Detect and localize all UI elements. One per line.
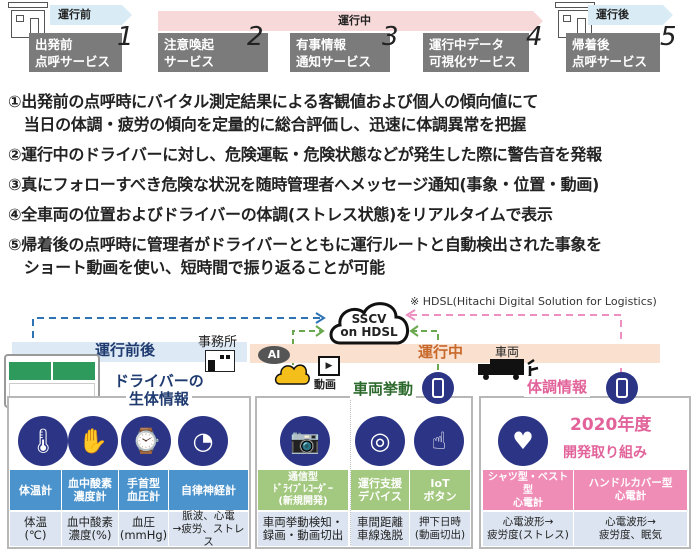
health-value-1: 心電波形→ 疲労度、眠気	[574, 512, 688, 546]
veh-value-2: 押下日時 (動画切出)	[410, 512, 471, 546]
bio-head-1: 血中酸素 濃度計	[62, 470, 119, 510]
feature-line: 当日の体調・疲労の傾向を定量的に総合評価し、迅速に体調異常を把握	[8, 115, 527, 134]
step-label: 通知サービス	[296, 54, 372, 69]
dev-year: 2020年度	[570, 415, 652, 435]
thermometer-icon: 🌡	[18, 416, 68, 466]
veh-head-1: 運行支援 デバイス	[351, 470, 410, 510]
step-number: 4	[526, 22, 543, 52]
step-label: 運行中データ	[429, 37, 505, 52]
cloud-label-line1: SSCV	[351, 312, 387, 326]
dashcam-icon: 📷	[280, 416, 330, 466]
health-head-0: シャツ型・ベスト型 心電計	[483, 470, 574, 510]
step-5-box: 帰着後点呼サービス	[566, 33, 660, 72]
driver-bio-title-line1: ドライバーの	[114, 372, 204, 390]
bio-value-1: 血中酸素 濃度(%)	[62, 512, 119, 546]
heart-ecg-icon: ♥	[498, 416, 548, 466]
step-label: 出発前	[35, 37, 73, 52]
bio-head-2: 手首型 血圧計	[119, 470, 169, 510]
veh-value-1: 車間距離 車線逸脱	[351, 512, 410, 546]
cloud-icon	[329, 302, 409, 345]
veh-head-0: 通信型 ﾄﾞﾗｲﾌﾞﾚｺｰﾀﾞｰ (新規開発)	[258, 470, 349, 510]
step-3-box: 有事情報通知サービス	[290, 33, 390, 72]
pink-dashed-arrow	[408, 314, 622, 375]
driver-bio-title-line2: 生体情報	[125, 390, 192, 408]
feature-line: ④全車両の位置およびドライバーの体調(ストレス状態)をリアルタイムで表示	[8, 205, 553, 224]
bio-head-3: 自律神経計	[169, 470, 249, 510]
smartphone-icon	[606, 372, 638, 404]
vehicle-label: 車両	[495, 345, 520, 359]
driver-bio-title: ドライバーの生体情報	[114, 372, 204, 408]
feature-line: ②運行中のドライバーに対し、危険運転・危険状態などが発生した際に警告音を発報	[8, 145, 602, 164]
health-value-0: 心電波形→ 疲労度(ストレス)	[483, 512, 574, 546]
vehicle-behavior-title: 車両挙動	[350, 378, 417, 399]
truck-icon	[478, 358, 539, 380]
step-label: 注意喚起	[164, 37, 215, 52]
phase-during: 運行中	[158, 11, 543, 31]
step-number: 5	[660, 22, 677, 52]
ai-bubble: AI	[258, 346, 290, 364]
step-4-box: 運行中データ可視化サービス	[423, 33, 529, 72]
green-arrowhead	[315, 325, 325, 337]
office-icon	[205, 350, 235, 372]
phase-before: 運行前	[50, 5, 132, 25]
step-label: 帰着後	[572, 37, 610, 52]
hdsl-note: ※ HDSL(Hitachi Digital Solution for Logi…	[410, 295, 657, 308]
pulse-oximeter-hand-icon: ✋	[68, 416, 118, 466]
office-label: 事務所	[198, 335, 238, 350]
feature-line: ③真にフォローすべき危険な状況を随時管理者へメッセージ通知(事象・位置・動画)	[8, 175, 600, 194]
bio-value-0: 体温 (℃)	[10, 512, 62, 546]
step-number: 1	[117, 22, 134, 52]
panel-divider	[350, 400, 351, 545]
blue-arrowhead	[315, 312, 326, 324]
wrist-blood-pressure-icon: ⌚	[121, 416, 171, 466]
step-1-box: 出発前点呼サービス	[29, 33, 122, 72]
yellow-cloud-icon	[274, 364, 310, 385]
bio-value-3: 脈波、心電 →疲労、ストレス	[169, 510, 249, 548]
feature-line: ショート動画を使い、短時間で振り返ることが可能	[8, 258, 385, 277]
step-2-box: 注意喚起サービス	[158, 33, 268, 72]
cloud-label-line2: on HDSL	[340, 325, 398, 339]
driving-support-device-icon: ◎	[355, 416, 405, 466]
band-before-after-label: 運行前後	[95, 341, 156, 359]
dev-label: 開発取り組み	[563, 445, 647, 461]
feature-line: ①出発前の点呼時にバイタル測定結果による客観値および個人の傾向値にて	[8, 92, 539, 111]
iot-button-icon: ☝	[414, 416, 464, 466]
video-icon: ▶	[318, 356, 340, 376]
step-label: 点呼サービス	[35, 54, 111, 69]
green-arrowhead	[409, 325, 419, 337]
smartphone-icon	[422, 372, 454, 404]
health-head-1: ハンドルカバー型 心電計	[574, 470, 688, 510]
feature-line: ⑤帰着後の点呼時に管理者がドライバーとともに運行ルートと自動検出された事象を	[8, 235, 602, 254]
band-during-label: 運行中	[418, 343, 464, 361]
bio-value-2: 血圧 (mmHg)	[119, 512, 169, 546]
health-info-title: 体調情報	[524, 376, 591, 397]
veh-value-0: 車両挙動検知・ 録画・動画切出	[258, 512, 349, 546]
autonomic-nerve-meter-icon: ◔	[178, 416, 228, 466]
phase-after: 運行後	[588, 5, 673, 25]
step-label: 有事情報	[296, 37, 347, 52]
bio-head-0: 体温計	[10, 470, 62, 510]
step-label: 可視化サービス	[429, 54, 517, 69]
veh-head-2: IoT ボタン	[410, 470, 471, 510]
video-label: 動画	[314, 378, 336, 391]
step-number: 2	[247, 22, 264, 52]
step-label: サービス	[164, 54, 215, 69]
step-number: 3	[382, 22, 399, 52]
step-label: 点呼サービス	[572, 54, 648, 69]
pink-arrowhead	[405, 309, 416, 321]
band-during	[250, 344, 660, 363]
